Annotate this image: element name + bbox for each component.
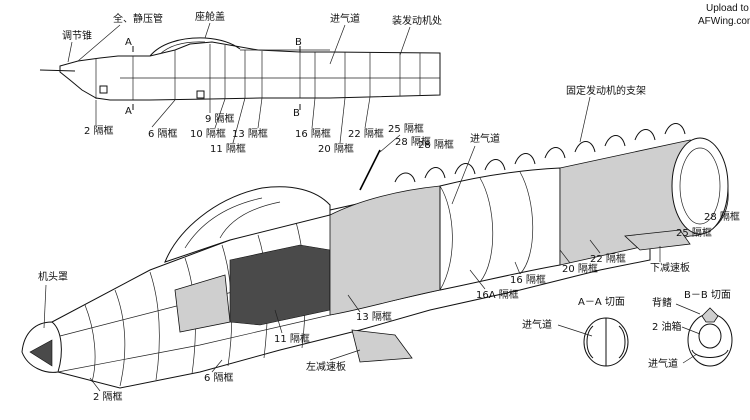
label-main-frame20: 20 隔框: [562, 262, 598, 275]
label-main-frame2: 2 隔框: [93, 390, 123, 403]
label-side-frame6: 6 隔框: [148, 127, 178, 140]
label-main-frame22: 22 隔框: [590, 252, 626, 265]
label-frame28-right: 28 隔框: [704, 210, 740, 223]
label-frame28-top: 28 隔框: [418, 138, 454, 151]
label-section-aa-title: A－A 切面: [578, 296, 625, 308]
cutaway-canopy: [164, 186, 331, 263]
canopy-frame: [184, 197, 263, 249]
label-frame25-right: 25 隔框: [676, 226, 712, 239]
cutaway-fuselage: [21, 123, 729, 389]
label-side-frame9: 9 隔框: [205, 112, 235, 125]
side-canopy: [149, 37, 241, 57]
label-lower-brake: 下减速板: [650, 261, 690, 274]
side-port-2: [196, 90, 205, 99]
label-side-frame20: 20 隔框: [318, 142, 354, 155]
cockpit-interior: [229, 244, 331, 326]
label-side-frame22: 22 隔框: [348, 127, 384, 140]
section-bb-spine-shape: [701, 307, 719, 323]
label-main-frame6: 6 隔框: [204, 371, 234, 384]
intake-duct-mid: [439, 167, 561, 291]
watermark-line1: Upload to: [706, 3, 749, 14]
label-side-frame11: 11 隔框: [210, 142, 246, 155]
nose-equipment-bay: [174, 274, 231, 333]
label-engine-bay: 装发动机处: [392, 14, 442, 27]
label-main-frame16a: 16A 隔框: [476, 288, 519, 301]
section-bb-fuel-tank: [698, 323, 722, 349]
label-section-a-bottom: A: [125, 106, 132, 117]
label-main-frame13: 13 隔框: [356, 310, 392, 323]
label-section-a-top: A: [125, 37, 132, 48]
label-section-b-top: B: [295, 37, 302, 48]
section-aa: A－A 切面 进气道: [522, 296, 629, 367]
left-speed-brake: [351, 329, 413, 363]
nose-cone: [29, 339, 53, 367]
label-nose-cone: 机头罩: [38, 270, 68, 283]
label-frame25-top: 25 隔框: [388, 122, 424, 135]
label-section-b-bottom: B: [293, 108, 300, 119]
label-main-intake: 进气道: [470, 132, 500, 145]
cutaway-labels: 机头罩 进气道 固定发动机的支架 25 隔框 28 隔框 28 隔框 25 隔框…: [38, 84, 740, 403]
label-section-bb-spine: 背鳍: [652, 296, 672, 309]
watermark-line2: AFWing.com: [698, 16, 750, 27]
label-side-frame10: 10 隔框: [190, 127, 226, 140]
section-bb: B－B 切面 背鳍 2 油箱 进气道: [648, 289, 733, 370]
engine-mount-coils: [394, 123, 686, 183]
label-section-bb-fuel: 2 油箱: [652, 320, 682, 333]
top-probe: [359, 149, 381, 191]
label-cockpit-cover: 座舱盖: [195, 10, 225, 23]
label-side-frame16: 16 隔框: [295, 127, 331, 140]
side-frames: [95, 44, 421, 100]
rear-frame-ring: [671, 137, 729, 235]
pitot-probe: [39, 69, 76, 72]
lower-speed-brake: [624, 229, 691, 251]
side-view-fuselage: [39, 37, 441, 110]
label-side-frame2: 2 隔框: [84, 124, 114, 137]
side-canopy-frame: [159, 41, 206, 55]
label-section-bb-title: B－B 切面: [684, 289, 731, 301]
forward-intake-duct: [329, 185, 441, 316]
label-side-intake: 进气道: [330, 12, 360, 25]
label-adjust-cone: 调节锥: [62, 30, 92, 42]
label-side-frame13: 13 隔框: [232, 127, 268, 140]
side-port-1: [99, 85, 108, 94]
label-section-aa-intake: 进气道: [522, 318, 552, 331]
label-main-frame16: 16 隔框: [510, 273, 546, 286]
label-side-frame28: 28 隔框: [395, 135, 431, 148]
label-main-frame11: 11 隔框: [274, 332, 310, 345]
side-view-labels: 调节锥 全、静压管 座舱盖 进气道 装发动机处 A A B B 2 隔框 6 隔…: [62, 10, 442, 155]
side-fuselage-outline: [59, 41, 441, 101]
label-left-brake: 左减速板: [306, 360, 346, 373]
label-engine-mount: 固定发动机的支架: [566, 84, 646, 97]
label-pitot: 全、静压管: [113, 12, 163, 25]
label-section-bb-intake: 进气道: [648, 357, 678, 370]
